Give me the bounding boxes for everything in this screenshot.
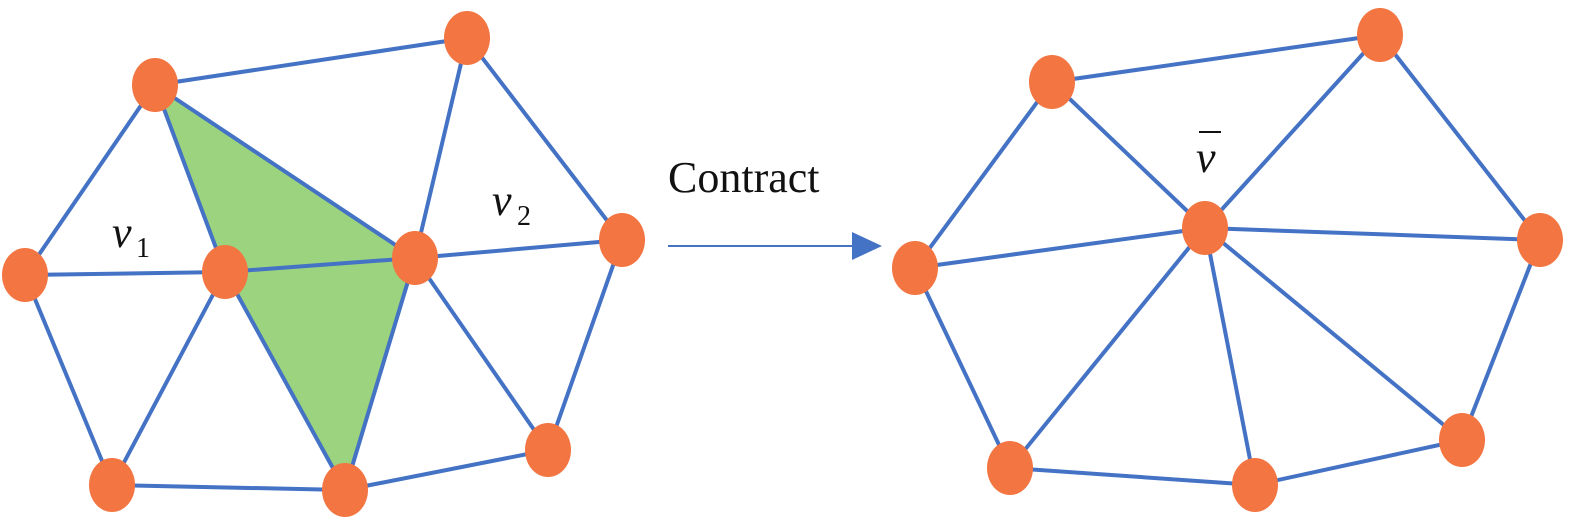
arrow: [668, 232, 882, 260]
mesh-edge: [913, 226, 1207, 270]
mesh-edge: [1253, 438, 1464, 487]
mesh-edge: [1203, 33, 1382, 230]
mesh-edge: [413, 256, 550, 452]
mesh-edge: [1203, 226, 1464, 442]
vertex-vbar: [1182, 201, 1228, 255]
mesh-edge: [23, 273, 114, 487]
vbar-label: v: [1196, 131, 1221, 182]
mesh-vertex: [89, 458, 135, 512]
v1-main: v: [112, 208, 132, 257]
mesh-edge: [1203, 226, 1257, 487]
mesh-vertex: [1517, 213, 1563, 267]
mesh-vertex: [322, 463, 368, 517]
mesh-edge: [153, 36, 469, 87]
mesh-edge: [110, 270, 227, 487]
mesh-edge: [1050, 33, 1382, 84]
vbar-main: v: [1196, 133, 1216, 182]
contracted-face: [155, 85, 415, 490]
mesh-edge: [223, 270, 347, 492]
mesh-edge: [223, 256, 417, 274]
v1-label: v 1: [112, 208, 150, 264]
mesh-edge: [110, 483, 347, 492]
mesh-edge: [153, 83, 227, 274]
mesh-vertex: [2, 248, 48, 302]
mesh-edge: [546, 238, 624, 452]
mesh-edge: [23, 83, 157, 277]
mesh-vertex: [892, 241, 938, 295]
mesh-edge: [913, 266, 1012, 470]
mesh-edge: [343, 448, 550, 492]
v2-label: v 2: [492, 176, 531, 232]
mesh-edge: [913, 80, 1054, 270]
mesh-vertex: [1357, 8, 1403, 62]
mesh-vertex: [132, 58, 178, 112]
mesh-vertex: [1439, 413, 1485, 467]
mesh-edge: [1378, 33, 1542, 242]
mesh-edge: [413, 36, 469, 260]
mesh-edge: [23, 270, 227, 277]
mesh-edge: [1008, 466, 1257, 487]
v1-sub: 1: [136, 233, 150, 264]
mesh-vertex: [1029, 55, 1075, 109]
mesh-edge: [1460, 238, 1542, 442]
mesh-edge: [413, 238, 624, 260]
arrow-head: [852, 232, 882, 260]
v2-main: v: [492, 176, 512, 225]
v2-sub: 2: [517, 201, 531, 232]
contract-label: Contract: [668, 153, 820, 202]
mesh-vertex: [987, 441, 1033, 495]
vertex-v2: [392, 231, 438, 285]
mesh-edge: [153, 83, 417, 260]
mesh-vertex: [525, 423, 571, 477]
vertex-v1: [202, 245, 248, 299]
mesh-edge: [465, 36, 624, 242]
mesh-vertex: [599, 213, 645, 267]
mesh-vertex: [1232, 458, 1278, 512]
mesh-vertex: [444, 11, 490, 65]
mesh-edge: [343, 256, 417, 492]
mesh-edge: [1008, 226, 1207, 470]
mesh-edge: [1203, 226, 1542, 242]
mesh-edge: [1050, 80, 1207, 230]
